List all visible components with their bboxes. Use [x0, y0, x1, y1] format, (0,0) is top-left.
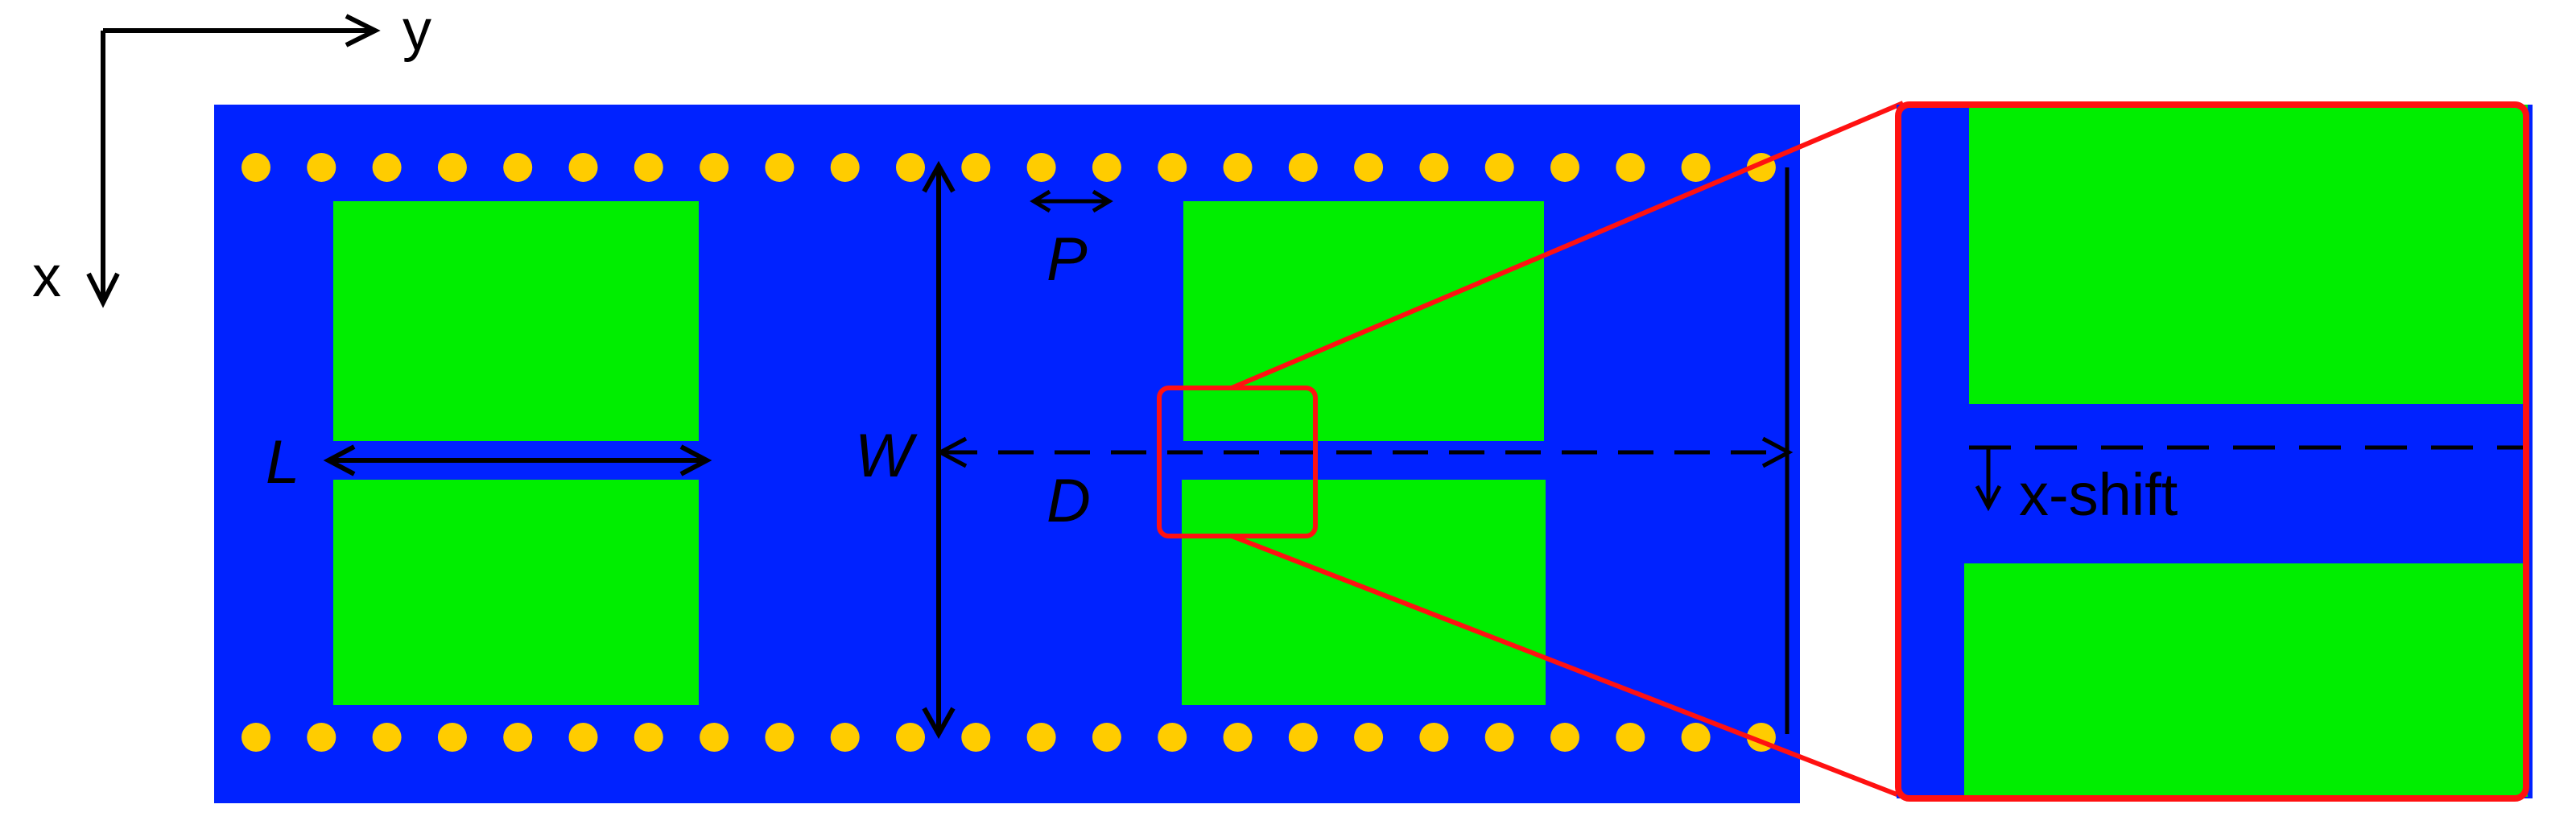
via-circle: [1092, 723, 1121, 752]
via-circle: [372, 723, 402, 752]
via-circle: [437, 723, 467, 752]
via-circle: [1092, 153, 1121, 182]
inset-patch-bottom: [1964, 563, 2528, 797]
P-arrowhead-left: [1030, 189, 1051, 213]
zoom-inset: x-shift: [1895, 101, 2533, 802]
patch-top-left: [333, 201, 699, 441]
via-circle: [634, 153, 663, 182]
L-label: L: [266, 428, 299, 497]
via-circle: [568, 723, 598, 752]
P-arrowhead-right: [1092, 189, 1113, 213]
via-row-bottom: [242, 723, 1776, 752]
x-shift-label: x-shift: [2019, 461, 2178, 528]
zoom-connector-top: [1230, 101, 1905, 390]
W-label: W: [855, 422, 918, 490]
via-circle: [765, 153, 795, 182]
via-row-top: [242, 153, 1776, 182]
via-circle: [568, 153, 598, 182]
inset-patch-top: [1969, 105, 2528, 404]
via-circle: [1288, 723, 1318, 752]
via-circle: [1550, 153, 1579, 182]
via-circle: [1681, 153, 1711, 182]
via-circle: [242, 153, 270, 182]
zoom-connector-bottom: [1230, 534, 1905, 799]
via-circle: [1158, 723, 1187, 752]
via-circle: [700, 153, 729, 182]
via-circle: [1026, 153, 1056, 182]
via-circle: [1484, 723, 1514, 752]
via-circle: [503, 723, 533, 752]
via-circle: [1419, 153, 1449, 182]
x-axis-arrowhead: [86, 272, 120, 308]
patch-bottom-right: [1182, 480, 1546, 705]
x-axis-label: x: [32, 245, 61, 309]
via-circle: [1550, 723, 1579, 752]
via-circle: [437, 153, 467, 182]
via-circle: [307, 153, 336, 182]
via-circle: [1681, 723, 1711, 752]
D-arrowhead-left: [935, 436, 968, 468]
via-circle: [1354, 153, 1384, 182]
patch-pair-right: [1182, 201, 1546, 705]
via-circle: [634, 723, 663, 752]
P-label: P: [1046, 225, 1088, 294]
via-circle: [1026, 723, 1056, 752]
patch-bottom-left: [333, 480, 699, 705]
via-circle: [896, 153, 925, 182]
y-axis-label: y: [402, 0, 431, 63]
via-circle: [372, 153, 402, 182]
L-arrowhead-left: [323, 444, 356, 476]
D-label: D: [1046, 467, 1091, 535]
x-shift-arrowhead: [1975, 485, 2002, 512]
coordinate-axes: y x: [32, 0, 431, 309]
via-circle: [307, 723, 336, 752]
via-circle: [1354, 723, 1384, 752]
via-circle: [1419, 723, 1449, 752]
via-circle: [830, 723, 860, 752]
via-circle: [961, 153, 991, 182]
via-circle: [765, 723, 795, 752]
W-arrowhead-bottom: [922, 707, 956, 740]
via-circle: [1288, 153, 1318, 182]
via-circle: [961, 723, 991, 752]
patch-pair-left: [333, 201, 699, 705]
via-circle: [1223, 723, 1253, 752]
via-circle: [896, 723, 925, 752]
inset-frame: [1895, 101, 2529, 802]
via-circle: [1223, 153, 1253, 182]
y-axis-arrowhead: [345, 14, 381, 47]
W-arrowhead-top: [922, 160, 956, 193]
via-circle: [830, 153, 860, 182]
via-circle: [503, 153, 533, 182]
patch-top-right: [1183, 201, 1544, 441]
via-circle: [1616, 153, 1645, 182]
L-arrowhead-right: [679, 444, 712, 476]
via-circle: [1158, 153, 1187, 182]
via-circle: [1484, 153, 1514, 182]
via-circle: [242, 723, 270, 752]
via-circle: [700, 723, 729, 752]
via-circle: [1616, 723, 1645, 752]
